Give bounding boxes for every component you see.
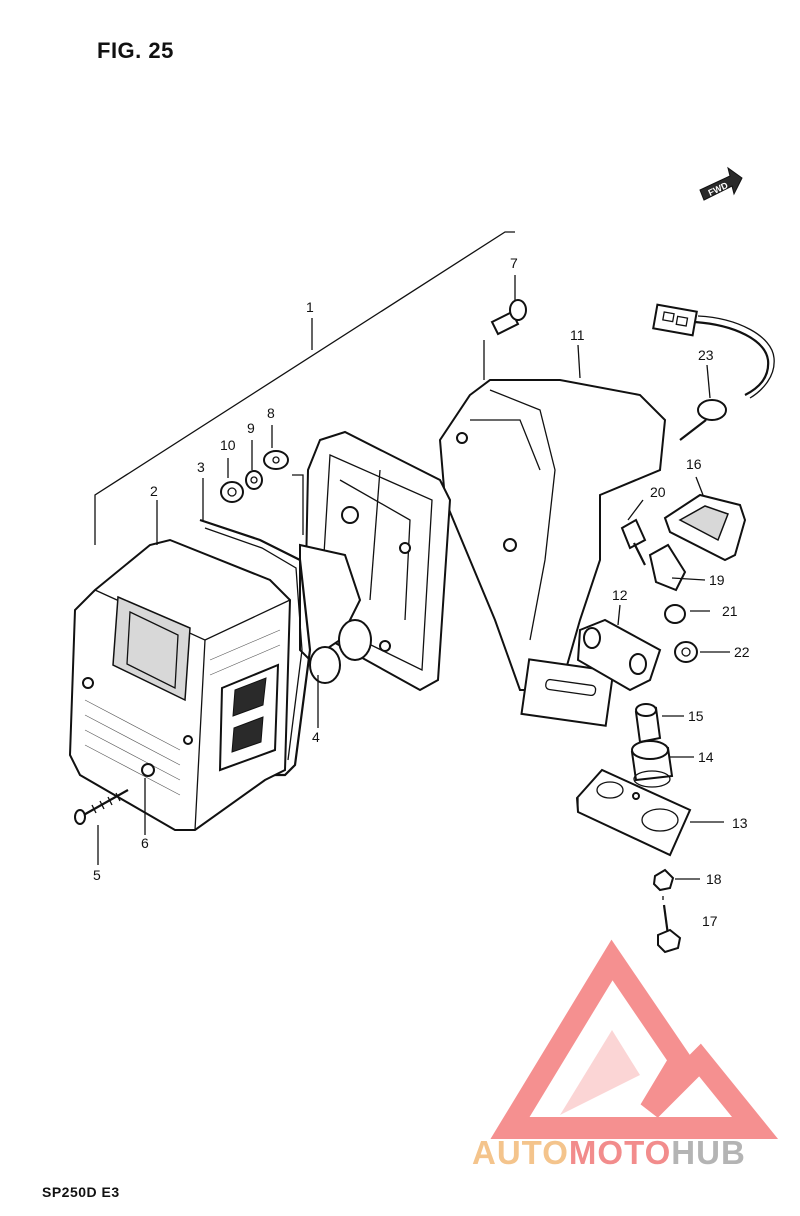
callout-12: 12 xyxy=(612,587,628,603)
callout-18: 18 xyxy=(706,871,722,887)
callout-11: 11 xyxy=(570,327,585,343)
callout-leader-lines xyxy=(97,344,730,880)
reflector-plate xyxy=(575,768,692,857)
screw-washer xyxy=(141,763,155,777)
callout-2: 2 xyxy=(150,483,158,499)
callout-3: 3 xyxy=(197,459,205,475)
watermark-logo-icon xyxy=(490,939,779,1139)
callout-4: 4 xyxy=(312,729,320,745)
figure-title: FIG. 25 xyxy=(97,38,174,63)
reflector-bracket-parts xyxy=(620,493,747,663)
callout-13: 13 xyxy=(732,815,748,831)
model-code: SP250D E3 xyxy=(42,1184,120,1200)
tail-lamp-lens xyxy=(68,538,292,831)
watermark-logo-text: AUTOMOTOHUB xyxy=(472,1134,746,1172)
callout-20: 20 xyxy=(650,484,666,500)
callout-22: 22 xyxy=(734,644,750,660)
logo-word-auto: AUTO xyxy=(472,1134,569,1171)
callout-1: 1 xyxy=(306,299,314,315)
lower-nut-and-bolt xyxy=(652,868,682,954)
callout-10: 10 xyxy=(220,437,236,453)
mounting-bolt xyxy=(483,299,527,380)
callout-16: 16 xyxy=(686,456,702,472)
callout-21: 21 xyxy=(722,603,738,619)
callout-7: 7 xyxy=(510,255,518,271)
callout-19: 19 xyxy=(709,572,725,588)
lamp-housing xyxy=(299,430,452,692)
lens-screw xyxy=(74,789,129,825)
callout-9: 9 xyxy=(247,420,255,436)
rubber-collar xyxy=(630,703,674,788)
callout-15: 15 xyxy=(688,708,704,724)
callout-6: 6 xyxy=(141,835,149,851)
callout-14: 14 xyxy=(698,749,714,765)
nut-and-washers xyxy=(220,450,289,503)
callout-5: 5 xyxy=(93,867,101,883)
mounting-bracket xyxy=(438,379,667,727)
callout-23: 23 xyxy=(698,347,714,363)
callout-8: 8 xyxy=(267,405,275,421)
lens-gasket xyxy=(199,518,312,777)
callout-numbers: 1 2 3 4 5 6 7 8 9 10 11 12 13 14 15 16 1… xyxy=(93,255,750,929)
wiring-harness xyxy=(652,303,775,441)
assembly-bracket-lines xyxy=(94,231,516,545)
logo-word-moto: MOTO xyxy=(568,1134,672,1171)
wire-clamp xyxy=(576,618,662,692)
logo-word-hub: HUB xyxy=(671,1134,746,1171)
fwd-arrow-icon: FWD xyxy=(699,166,743,201)
callout-17: 17 xyxy=(702,913,718,929)
